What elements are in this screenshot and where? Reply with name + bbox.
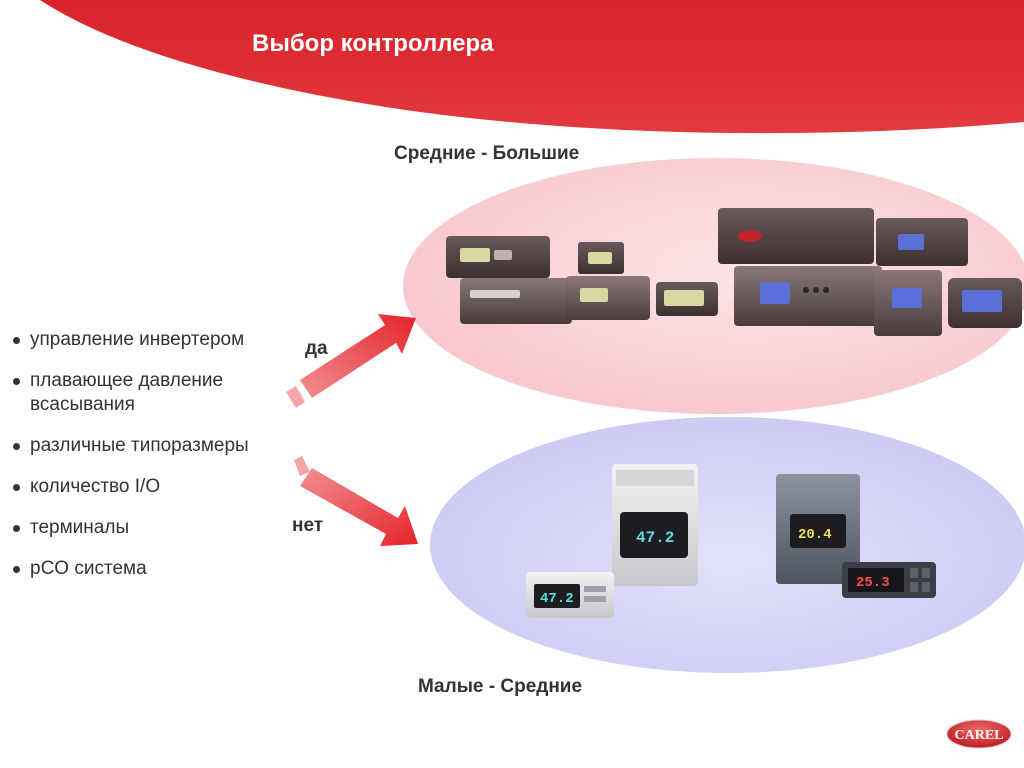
group-label-large: Средние - Большие <box>394 143 580 164</box>
slide-title: Выбор контроллера <box>252 30 494 57</box>
criteria-item: различные типоразмеры <box>10 434 300 458</box>
terminal-device <box>656 282 718 316</box>
criteria-list: управление инвертером плавающее давление… <box>10 328 300 598</box>
display-bottom-right-a: 20.4 <box>798 527 832 543</box>
controller-device: 47.2 <box>612 464 698 586</box>
terminal-device <box>948 278 1022 328</box>
display-bottom-left: 47.2 <box>540 591 574 607</box>
answer-no: нет <box>292 515 324 536</box>
criteria-item: pCO система <box>10 557 300 581</box>
criteria-item: управление инвертером <box>10 328 300 352</box>
controller-device: 25.3 <box>842 562 936 598</box>
controller-device <box>874 218 968 336</box>
header-band <box>40 0 1024 134</box>
controller-device: 47.2 <box>526 572 614 618</box>
answer-yes: да <box>305 338 328 359</box>
controller-device <box>566 242 650 320</box>
controller-device <box>718 208 882 326</box>
display-bottom-right-b: 25.3 <box>856 575 890 591</box>
carel-logo-text: CAREL <box>954 728 1003 743</box>
criteria-item: количество I/O <box>10 475 300 499</box>
criteria-item: терминалы <box>10 516 300 540</box>
display-bottom-middle: 47.2 <box>636 529 674 547</box>
criteria-item: плавающее давление всасывания <box>10 369 300 417</box>
controller-device: 20.4 <box>776 474 860 584</box>
controller-device <box>446 236 572 324</box>
group-label-small: Малые - Средние <box>418 676 583 697</box>
carel-logo: CAREL <box>946 719 1012 749</box>
